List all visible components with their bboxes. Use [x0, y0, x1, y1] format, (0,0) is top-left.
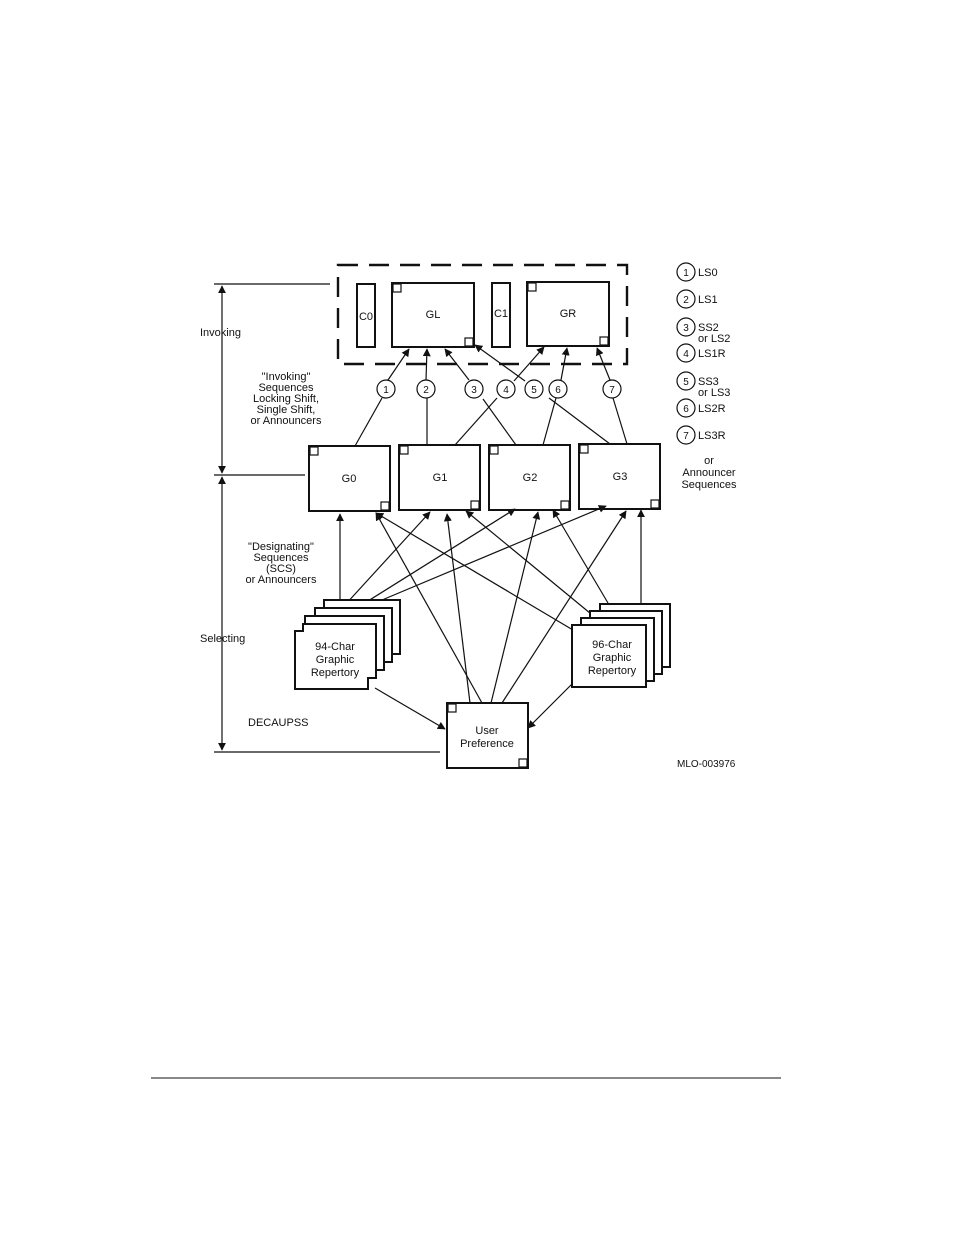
legend-item-7-text: LS3R	[698, 430, 726, 442]
g2-box: G2	[488, 444, 571, 511]
circle-6-number: 6	[555, 385, 561, 396]
gl-label: GL	[426, 309, 441, 321]
legend-item-7-number: 7	[683, 431, 689, 442]
repertory-96-stack: 96-Char Graphic Repertory	[571, 603, 671, 688]
legend-item-5-text: SS3	[698, 376, 719, 388]
invoking-sequences-line-1: "Invoking"	[262, 371, 311, 383]
c1-box: C1	[491, 282, 511, 348]
decaupss-label: DECAUPSS	[248, 717, 309, 729]
legend: 1 LS0 2 LS1 3 SS2 or LS2 4 LS1R 5 SS3 or…	[676, 262, 737, 491]
repertory-94-line-1: 94-Char	[315, 641, 355, 653]
circle-4: 4	[496, 379, 516, 399]
in-use-table-frame	[336, 263, 629, 366]
legend-item-6-number: 6	[683, 404, 689, 415]
invoking-sequences-line-4: Single Shift,	[257, 404, 316, 416]
legend-footer-line-2: Announcer	[682, 467, 736, 479]
selecting-label: Selecting	[200, 633, 245, 645]
g1-label: G1	[433, 472, 448, 484]
designating-sequences-line-2: Sequences	[253, 552, 309, 564]
legend-item-6-text: LS2R	[698, 403, 726, 415]
invoking-arrows	[387, 344, 611, 382]
designating-sequences-line-4: or Announcers	[246, 574, 317, 586]
legend-item-2-number: 2	[683, 295, 689, 306]
circle-1-number: 1	[383, 385, 389, 396]
invoking-sequences-text: "Invoking" Sequences Locking Shift, Sing…	[251, 371, 322, 427]
circle-7: 7	[602, 379, 622, 399]
g0-box: G0	[308, 445, 391, 512]
legend-footer-line-1: or	[704, 455, 714, 467]
repertory-94-line-2: Graphic	[316, 654, 355, 666]
circle-1: 1	[376, 379, 396, 399]
g3-box: G3	[578, 443, 661, 510]
c1-label: C1	[494, 308, 508, 320]
legend-item-1-text: LS0	[698, 267, 718, 279]
invoking-label: Invoking	[200, 327, 241, 339]
legend-item-4: 4 LS1R	[676, 343, 726, 363]
legend-item-7: 7 LS3R	[676, 425, 726, 445]
designating-sequences-line-1: "Designating"	[248, 541, 314, 553]
legend-item-1: 1 LS0	[676, 262, 718, 282]
repertory-94-line-3: Repertory	[311, 667, 360, 679]
repertory-94-stack: 94-Char Graphic Repertory	[294, 599, 401, 690]
legend-item-2-text: LS1	[698, 294, 718, 306]
g2-label: G2	[523, 472, 538, 484]
side-dimension-lines	[214, 283, 440, 753]
circle-4-number: 4	[503, 385, 509, 396]
repertory-96-line-2: Graphic	[593, 652, 632, 664]
gr-label: GR	[560, 308, 577, 320]
legend-item-5-text-2: or LS3	[698, 387, 730, 399]
repertory-96-line-3: Repertory	[588, 665, 637, 677]
legend-item-5: 5 SS3 or LS3	[676, 371, 730, 399]
legend-footer-line-3: Sequences	[681, 479, 737, 491]
designating-sequences-text: "Designating" Sequences (SCS) or Announc…	[246, 541, 317, 586]
gl-box: GL	[391, 282, 475, 348]
legend-item-3-number: 3	[683, 323, 689, 334]
invoking-lines	[354, 397, 628, 447]
c0-label: C0	[359, 311, 373, 323]
g0-label: G0	[342, 473, 357, 485]
legend-item-3-text: SS2	[698, 322, 719, 334]
circle-6: 6	[548, 379, 568, 399]
circle-7-number: 7	[609, 385, 615, 396]
designating-lines-96	[375, 509, 645, 631]
circle-2: 2	[416, 379, 436, 399]
repertory-96-line-1: 96-Char	[592, 639, 632, 651]
legend-item-1-number: 1	[683, 268, 689, 279]
legend-item-4-number: 4	[683, 349, 689, 360]
legend-item-5-number: 5	[683, 377, 689, 388]
circle-5: 5	[524, 379, 544, 399]
user-preference-box: User Preference	[446, 702, 529, 769]
g3-label: G3	[613, 471, 628, 483]
c0-box: C0	[356, 283, 376, 348]
invoking-sequences-line-5: or Announcers	[251, 415, 322, 427]
invoking-sequences-line-3: Locking Shift,	[253, 393, 319, 405]
user-preference-line-2: Preference	[460, 738, 514, 750]
circle-5-number: 5	[531, 385, 537, 396]
legend-item-3: 3 SS2 or LS2	[676, 317, 730, 345]
user-preference-line-1: User	[475, 725, 499, 737]
gr-box: GR	[526, 281, 610, 347]
figure-id: MLO-003976	[677, 759, 736, 770]
designating-sequences-line-3: (SCS)	[266, 563, 296, 575]
circle-3-number: 3	[471, 385, 477, 396]
g1-box: G1	[398, 444, 481, 511]
user-preference-lines	[374, 510, 627, 730]
circle-3: 3	[464, 379, 484, 399]
circle-2-number: 2	[423, 385, 429, 396]
legend-item-4-text: LS1R	[698, 348, 726, 360]
legend-item-2: 2 LS1	[676, 289, 718, 309]
legend-item-3-text-2: or LS2	[698, 333, 730, 345]
invoking-sequences-line-2: Sequences	[258, 382, 314, 394]
legend-item-6: 6 LS2R	[676, 398, 726, 418]
